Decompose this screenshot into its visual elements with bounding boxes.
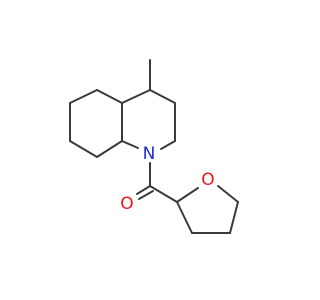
structure-canvas: N O O: [69, 59, 239, 234]
bond-c4-c3: [149, 89, 176, 104]
bond-c7-c8: [69, 140, 98, 158]
nitrogen-atom-label: N: [143, 144, 156, 164]
bond-thf-c5-c4: [229, 201, 239, 234]
bond-c2-n1: [160, 140, 176, 150]
bond-c4a-c4: [121, 89, 151, 104]
bond-thf-c3-c2: [176, 201, 193, 234]
bond-c8-c8a: [96, 140, 123, 158]
bond-n1-c8a: [121, 140, 139, 149]
bond-thf-o-c5: [217, 185, 239, 203]
molecule-structure: N O O: [69, 59, 239, 234]
bond-carbonyl-double-b: [138, 190, 154, 200]
ring-oxygen-atom-label: O: [201, 170, 214, 190]
bond-c4a-c5: [96, 89, 123, 104]
bond-thf-c2-o: [176, 187, 199, 203]
bond-c5-c6: [69, 89, 98, 104]
bond-carbonyl-double-a: [136, 185, 151, 195]
carbonyl-oxygen-atom-label: O: [120, 194, 133, 214]
bond-carbonyl-thf: [149, 185, 178, 203]
